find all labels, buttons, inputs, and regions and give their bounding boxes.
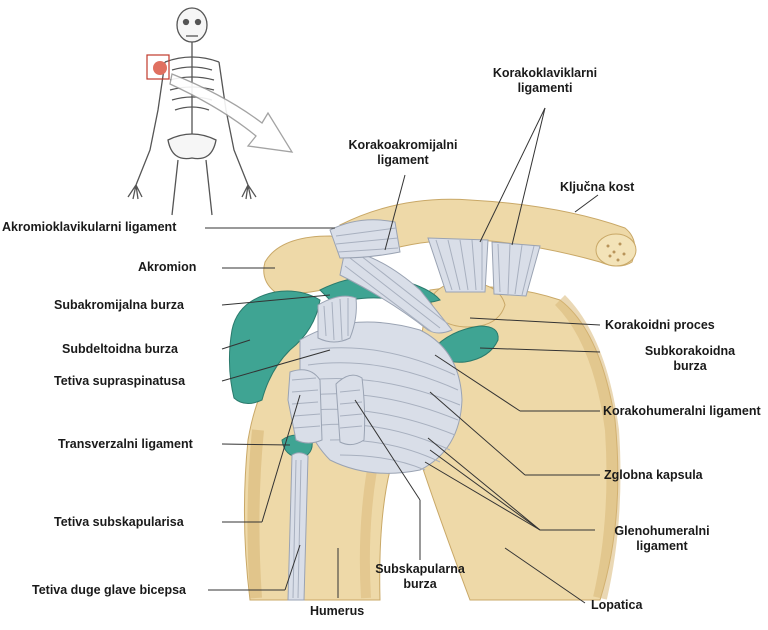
label-supraspinatus-tendon: Tetiva supraspinatusa	[54, 374, 185, 389]
label-scapula: Lopatica	[591, 598, 642, 613]
label-glenohumeral-line2: ligament	[602, 539, 722, 554]
label-coracohumeral-ligament: Korakohumeralni ligament	[603, 404, 761, 419]
label-subdeltoid-bursa: Subdeltoidna burza	[62, 342, 178, 357]
label-biceps-tendon: Tetiva duge glave bicepsa	[32, 583, 186, 598]
label-glenohumeral-ligament: Glenohumeralni ligament	[602, 524, 722, 554]
label-subscapular-bursa-line1: Subskapularna	[365, 562, 475, 577]
label-glenohumeral-line1: Glenohumeralni	[602, 524, 722, 539]
label-humerus: Humerus	[310, 604, 364, 619]
label-subcoracoid-bursa-line2: burza	[630, 359, 750, 374]
label-coracoacromial-line2: ligament	[338, 153, 468, 168]
label-acromioclavicular-ligament: Akromioklavikularni ligament	[2, 220, 176, 235]
label-subcoracoid-bursa-line1: Subkorakoidna	[630, 344, 750, 359]
label-coracoclavicular-line2: ligamenti	[480, 81, 610, 96]
label-subscapular-bursa-line2: burza	[365, 577, 475, 592]
supraspinatus-tendon	[318, 296, 356, 342]
transverse-ligament	[336, 375, 365, 444]
label-coracoacromial-line1: Korakoakromijalni	[338, 138, 468, 153]
label-transverse-ligament: Transverzalni ligament	[58, 437, 193, 452]
label-acromion: Akromion	[138, 260, 196, 275]
label-coracoacromial: Korakoakromijalni ligament	[338, 138, 468, 168]
label-subscapular-bursa: Subskapularna burza	[365, 562, 475, 592]
label-coracoclavicular-line1: Korakoklaviklarni	[480, 66, 610, 81]
label-subacromial-bursa: Subakromijalna burza	[54, 298, 184, 313]
label-coracoid-process: Korakoidni proces	[605, 318, 715, 333]
clavicle-cross-section	[596, 234, 636, 266]
label-subcoracoid-bursa: Subkorakoidna burza	[630, 344, 750, 374]
label-clavicle: Ključna kost	[560, 180, 634, 195]
label-subscapularis-tendon: Tetiva subskapularisa	[54, 515, 184, 530]
label-coracoclavicular: Korakoklaviklarni ligamenti	[480, 66, 610, 96]
coracoclavicular-ligament-trapezoid	[428, 238, 488, 292]
label-joint-capsule: Zglobna kapsula	[604, 468, 703, 483]
